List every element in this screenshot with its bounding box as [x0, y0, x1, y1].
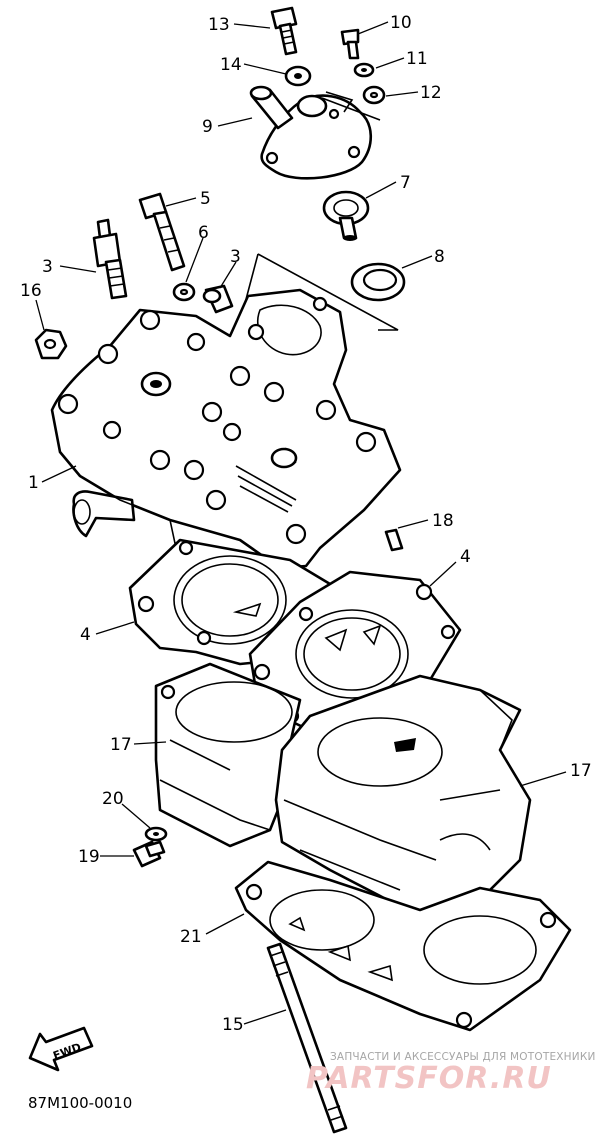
watermark-tagline: ЗАПЧАСТИ И АКСЕССУАРЫ ДЛЯ МОТОТЕХНИКИ [330, 1051, 596, 1063]
bolt-5 [138, 192, 186, 272]
callout-9: 9 [202, 117, 213, 137]
bolt-13 [270, 6, 298, 56]
base-gasket-21 [234, 860, 572, 1032]
callout-13: 13 [208, 15, 230, 35]
bolt-10 [340, 28, 360, 60]
stud-bolt-15 [266, 942, 348, 1134]
callout-6: 6 [198, 223, 209, 243]
callout-12: 12 [420, 83, 442, 103]
watermark-logo: PARTSFOR.RU [306, 1061, 552, 1096]
thermostat-7 [322, 190, 370, 241]
bolt-19 [132, 840, 166, 868]
thermostat-cover-9 [249, 85, 373, 180]
forward-arrow-icon [28, 1026, 94, 1072]
callout-17-right: 17 [570, 761, 592, 781]
nut-16 [34, 328, 68, 360]
callout-4-right: 4 [460, 547, 471, 567]
cylinder-head-1 [50, 288, 402, 570]
callout-20: 20 [102, 789, 124, 809]
spark-plug-3 [92, 218, 128, 300]
washer-12 [362, 85, 386, 105]
callout-1: 1 [28, 473, 39, 493]
cylinder-17-right [274, 674, 532, 922]
callout-3: 3 [42, 257, 53, 277]
callout-15: 15 [222, 1015, 244, 1035]
callout-10: 10 [390, 13, 412, 33]
washer-20 [144, 826, 168, 842]
callout-4-left: 4 [80, 625, 91, 645]
callout-16: 16 [20, 281, 42, 301]
callout-17-left: 17 [110, 735, 132, 755]
fitting-2 [202, 284, 234, 314]
callout-21: 21 [180, 927, 202, 947]
callout-18: 18 [432, 511, 454, 531]
callout-2: 3 [230, 247, 241, 267]
leader-lines [35, 21, 567, 1025]
callout-8: 8 [434, 247, 445, 267]
gasket-8 [350, 262, 406, 302]
washer-14 [284, 65, 312, 87]
cylinder-17-left [154, 662, 302, 848]
callout-14: 14 [220, 55, 242, 75]
callout-11: 11 [406, 49, 428, 69]
callout-5: 5 [200, 189, 211, 209]
washer-6 [172, 282, 196, 302]
washer-11 [353, 62, 375, 78]
callout-19: 19 [78, 847, 100, 867]
dowel-pin-18 [384, 528, 404, 552]
diagram-code: 87M100-0010 [28, 1094, 132, 1112]
callout-7: 7 [400, 173, 411, 193]
